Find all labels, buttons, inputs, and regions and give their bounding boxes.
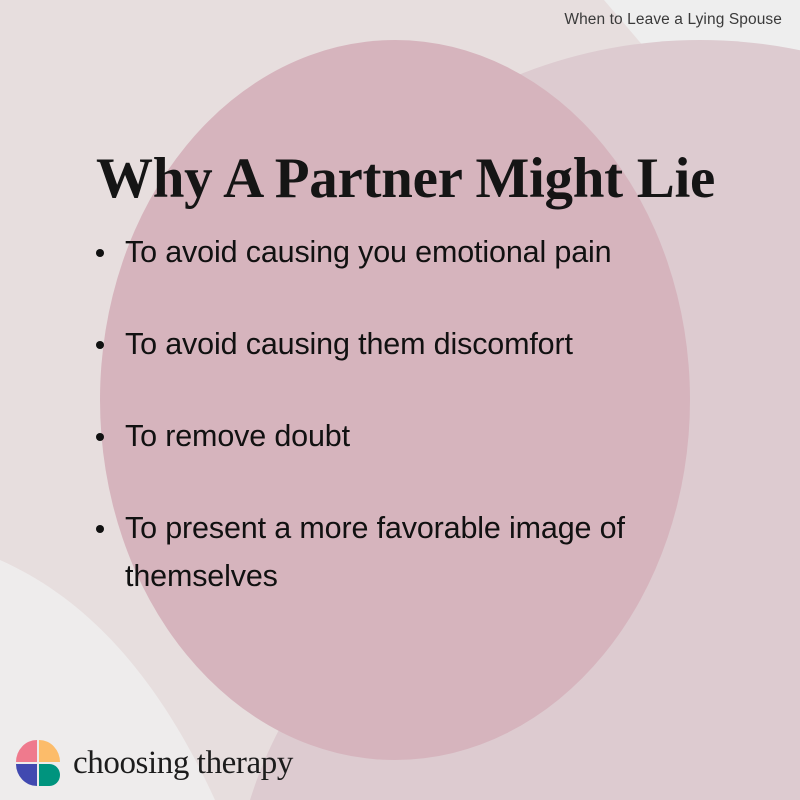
list-item: To avoid causing them discomfort bbox=[88, 320, 768, 368]
bullet-dot-icon bbox=[96, 249, 104, 257]
dark-pink-ellipse bbox=[100, 40, 690, 760]
brand-name-label: choosing therapy bbox=[73, 745, 293, 781]
list-item: To remove doubt bbox=[88, 412, 768, 460]
logo-quadrant-top-right-icon bbox=[39, 740, 60, 762]
list-item-label: To present a more favorable image of the… bbox=[125, 511, 625, 593]
logo-quadrant-bottom-right-icon bbox=[39, 764, 60, 786]
reason-list: To avoid causing you emotional pain To a… bbox=[88, 228, 768, 600]
list-item: To avoid causing you emotional pain bbox=[88, 228, 768, 276]
page-title: Why A Partner Might Lie bbox=[96, 147, 716, 211]
list-item: To present a more favorable image of the… bbox=[88, 504, 768, 600]
list-item-label: To remove doubt bbox=[125, 419, 350, 453]
brand-logo[interactable]: choosing therapy bbox=[16, 740, 293, 786]
logo-quadrant-top-left-icon bbox=[16, 740, 37, 762]
bullet-dot-icon bbox=[96, 341, 104, 349]
list-item-label: To avoid causing them discomfort bbox=[125, 327, 573, 361]
header-eyebrow-label: When to Leave a Lying Spouse bbox=[564, 11, 782, 28]
bottom-left-gray-shape bbox=[0, 560, 215, 800]
logo-quadrant-bottom-left-icon bbox=[16, 764, 37, 786]
bullet-dot-icon bbox=[96, 525, 104, 533]
choosing-therapy-mark-icon bbox=[16, 740, 60, 786]
bullet-dot-icon bbox=[96, 433, 104, 441]
list-item-label: To avoid causing you emotional pain bbox=[125, 235, 612, 269]
